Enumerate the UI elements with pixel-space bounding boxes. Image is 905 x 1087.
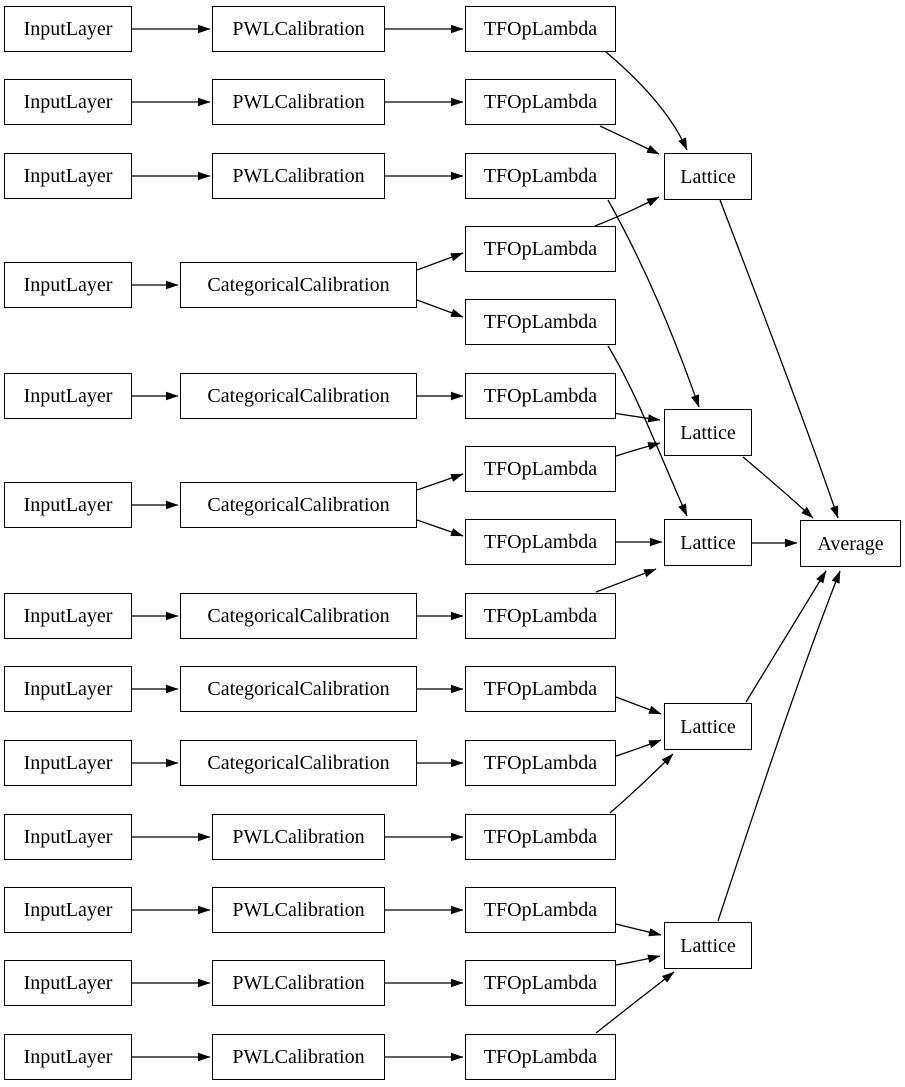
node-tfoplambda-t2: TFOpLambda bbox=[465, 79, 616, 125]
edge-t1-to-lat1 bbox=[605, 51, 688, 151]
edge-t5-to-lat3 bbox=[607, 345, 688, 517]
edge-lat1-to-avg bbox=[719, 199, 839, 519]
node-tfoplambda-t10: TFOpLambda bbox=[465, 666, 616, 712]
node-categoricalcalibration-cc4: CategoricalCalibration bbox=[180, 593, 417, 639]
node-pwlcalibration-pwl6: PWLCalibration bbox=[212, 960, 385, 1006]
edge-t12-to-lat4 bbox=[609, 753, 674, 814]
edge-t15-to-lat5 bbox=[595, 971, 675, 1034]
node-inputlayer-il1: InputLayer bbox=[4, 6, 132, 52]
node-inputlayer-il8: InputLayer bbox=[4, 666, 132, 712]
node-pwlcalibration-pwl4: PWLCalibration bbox=[212, 814, 385, 860]
node-pwlcalibration-pwl7: PWLCalibration bbox=[212, 1034, 385, 1080]
node-pwlcalibration-pwl2: PWLCalibration bbox=[212, 79, 385, 125]
node-inputlayer-il5: InputLayer bbox=[4, 373, 132, 419]
node-inputlayer-il4: InputLayer bbox=[4, 262, 132, 308]
node-lattice-lat4: Lattice bbox=[664, 703, 752, 750]
edges-group bbox=[132, 24, 841, 1062]
node-tfoplambda-t7: TFOpLambda bbox=[465, 446, 616, 492]
edge-t13-to-lat5 bbox=[615, 923, 662, 937]
node-tfoplambda-t3: TFOpLambda bbox=[465, 153, 616, 199]
node-inputlayer-il10: InputLayer bbox=[4, 814, 132, 860]
node-categoricalcalibration-cc3: CategoricalCalibration bbox=[180, 482, 417, 528]
node-tfoplambda-t13: TFOpLambda bbox=[465, 887, 616, 933]
node-lattice-lat5: Lattice bbox=[664, 922, 752, 969]
edge-t9-to-lat3 bbox=[595, 568, 657, 593]
node-tfoplambda-t6: TFOpLambda bbox=[465, 373, 616, 419]
edge-lat2-to-avg bbox=[742, 456, 814, 519]
node-pwlcalibration-pwl5: PWLCalibration bbox=[212, 887, 385, 933]
node-tfoplambda-t8: TFOpLambda bbox=[465, 519, 616, 565]
edge-t7-to-lat2 bbox=[615, 442, 661, 457]
node-tfoplambda-t15: TFOpLambda bbox=[465, 1034, 616, 1080]
edge-t4-to-lat1 bbox=[594, 196, 660, 227]
node-categoricalcalibration-cc6: CategoricalCalibration bbox=[180, 740, 417, 786]
edge-cc3-to-t7 bbox=[416, 473, 464, 491]
node-tfoplambda-t12: TFOpLambda bbox=[465, 814, 616, 860]
node-lattice-lat3: Lattice bbox=[664, 519, 752, 566]
node-inputlayer-il9: InputLayer bbox=[4, 740, 132, 786]
edge-lat5-to-avg bbox=[717, 570, 841, 922]
edge-t11-to-lat4 bbox=[615, 739, 662, 757]
edge-cc1-to-t4 bbox=[416, 252, 464, 271]
node-lattice-lat1: Lattice bbox=[664, 153, 752, 200]
node-inputlayer-il6: InputLayer bbox=[4, 482, 132, 528]
node-categoricalcalibration-cc2: CategoricalCalibration bbox=[180, 373, 417, 419]
node-lattice-lat2: Lattice bbox=[664, 409, 752, 456]
node-categoricalcalibration-cc1: CategoricalCalibration bbox=[180, 262, 417, 308]
node-tfoplambda-t1: TFOpLambda bbox=[465, 6, 616, 52]
node-inputlayer-il13: InputLayer bbox=[4, 1034, 132, 1080]
node-pwlcalibration-pwl3: PWLCalibration bbox=[212, 153, 385, 199]
node-inputlayer-il3: InputLayer bbox=[4, 153, 132, 199]
node-categoricalcalibration-cc5: CategoricalCalibration bbox=[180, 666, 417, 712]
node-tfoplambda-t9: TFOpLambda bbox=[465, 593, 616, 639]
node-tfoplambda-t11: TFOpLambda bbox=[465, 740, 616, 786]
edge-lat4-to-avg bbox=[745, 570, 827, 703]
node-tfoplambda-t5: TFOpLambda bbox=[465, 299, 616, 345]
node-tfoplambda-t4: TFOpLambda bbox=[465, 226, 616, 272]
edge-t14-to-lat5 bbox=[615, 954, 661, 966]
node-inputlayer-il12: InputLayer bbox=[4, 960, 132, 1006]
node-pwlcalibration-pwl1: PWLCalibration bbox=[212, 6, 385, 52]
node-inputlayer-il2: InputLayer bbox=[4, 79, 132, 125]
edge-t3-to-lat2 bbox=[607, 199, 700, 408]
edge-t6-to-lat2 bbox=[612, 412, 661, 423]
edge-cc1-to-t5 bbox=[416, 299, 464, 318]
node-tfoplambda-t14: TFOpLambda bbox=[465, 960, 616, 1006]
edge-t2-to-lat1 bbox=[599, 125, 660, 155]
edge-cc3-to-t8 bbox=[416, 519, 464, 537]
edge-t10-to-lat4 bbox=[615, 696, 662, 715]
node-inputlayer-il11: InputLayer bbox=[4, 887, 132, 933]
node-inputlayer-il7: InputLayer bbox=[4, 593, 132, 639]
node-average-avg: Average bbox=[800, 520, 901, 567]
